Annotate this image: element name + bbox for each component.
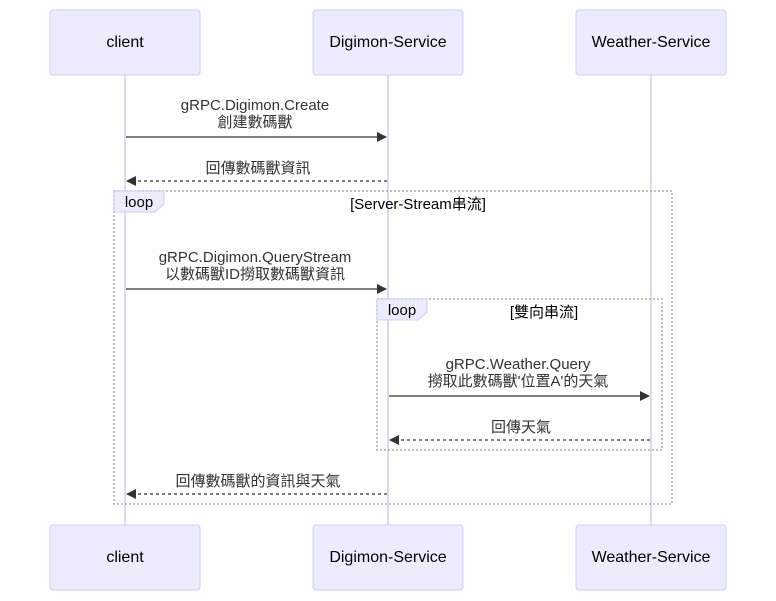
actor-weather-service-label: Weather-Service: [592, 34, 711, 51]
message-create-line2: 創建數碼獸: [217, 114, 292, 131]
actor-digimon-service-bottom: Digimon-Service: [312, 524, 464, 591]
message-weather-reply: 回傳天氣: [491, 419, 551, 436]
loop-inner-label: loop: [388, 302, 416, 319]
actor-client-top: client: [49, 9, 201, 76]
message-query-stream-line1: gRPC.Digimon.QueryStream: [159, 249, 352, 266]
message-create-reply: 回傳數碼獸資訊: [205, 160, 310, 177]
message-query-stream-line2: 以數碼獸ID撈取數碼獸資訊: [165, 266, 345, 283]
actor-digimon-service-top: Digimon-Service: [312, 9, 464, 76]
loop-outer: loop [Server-Stream串流]: [113, 190, 673, 505]
loop-inner-condition: [雙向串流]: [510, 304, 578, 321]
loop-inner: loop [雙向串流]: [376, 298, 663, 451]
message-create-line1: gRPC.Digimon.Create: [181, 97, 329, 114]
actor-client-bottom: client: [49, 524, 201, 591]
loop-outer-condition: [Server-Stream串流]: [350, 196, 486, 213]
actor-weather-service-bottom: Weather-Service: [575, 524, 727, 591]
actor-digimon-service-label: Digimon-Service: [329, 34, 446, 51]
actor-digimon-service-label-bottom: Digimon-Service: [329, 549, 446, 566]
loop-outer-label: loop: [125, 194, 153, 211]
actor-weather-service-label-bottom: Weather-Service: [592, 549, 711, 566]
message-weather-query-line1: gRPC.Weather.Query: [446, 356, 591, 373]
message-final-reply: 回傳數碼獸的資訊與天氣: [175, 473, 340, 490]
actor-weather-service-top: Weather-Service: [575, 9, 727, 76]
actor-client-label-bottom: client: [106, 549, 144, 566]
actor-client-label: client: [106, 34, 144, 51]
message-weather-query-line2: 撈取此數碼獸'位置A'的天氣: [428, 373, 609, 390]
